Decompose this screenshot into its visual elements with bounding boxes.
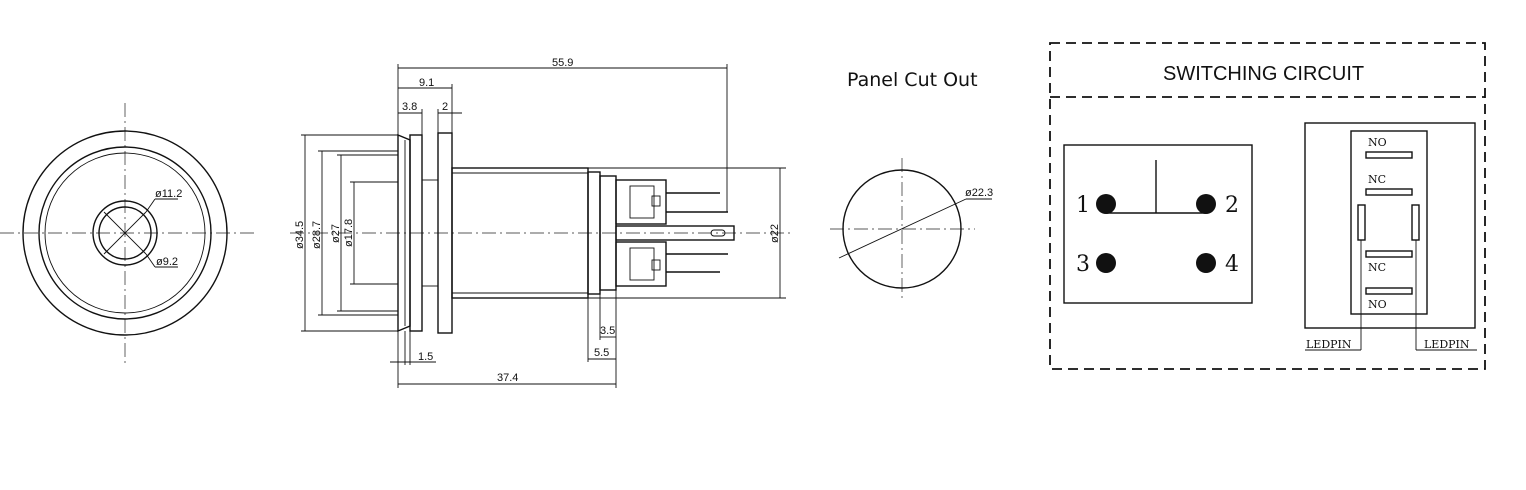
label-no-bottom: NO — [1368, 298, 1387, 311]
dim-2: 2 — [442, 101, 448, 113]
dim-d22: ø22 — [769, 224, 781, 243]
side-view: 55.9 9.1 3.8 2 ø34.5 ø28.7 ø27 ø17.8 — [290, 57, 790, 388]
pin-label-4: 4 — [1225, 252, 1239, 277]
front-lens-cross-2 — [103, 211, 147, 255]
front-view: ø11.2 ø9.2 — [0, 103, 255, 365]
led-inner-box — [1350, 130, 1428, 315]
dim-5-5: 5.5 — [594, 347, 609, 359]
circuit-frame — [1049, 42, 1486, 370]
label-nc-bottom: NC — [1368, 261, 1386, 274]
dim-1-5: 1.5 — [418, 351, 433, 363]
terminal-no-bottom — [1365, 287, 1413, 295]
switching-circuit: SWITCHING CIRCUIT 1 2 3 4 NO NC NC NO LE… — [1049, 42, 1486, 370]
led-pin-left — [1357, 204, 1366, 241]
terminal-nc-top — [1365, 188, 1413, 196]
contact-dot-1 — [1096, 194, 1116, 214]
front-diameter-outer: ø11.2 — [155, 188, 182, 200]
cutout-circle — [842, 169, 962, 289]
panel-cutout: Panel Cut Out ø22.3 — [830, 69, 993, 300]
led-pin-hole — [710, 229, 726, 237]
front-lens-outer — [92, 200, 158, 266]
washer — [409, 134, 423, 332]
front-outer-circle — [22, 130, 228, 336]
cutout-leader — [838, 198, 967, 259]
label-ledpin-left: LEDPIN — [1306, 338, 1352, 351]
pin-label-1: 1 — [1076, 193, 1090, 218]
front-diameter-inner: ø9.2 — [156, 256, 178, 268]
terminal-tab-bot — [651, 259, 661, 271]
terminal-block-bottom — [615, 241, 667, 287]
label-nc-top: NC — [1368, 173, 1386, 186]
cutout-diameter: ø22.3 — [965, 187, 993, 199]
dim-9-1: 9.1 — [419, 77, 434, 89]
contact-dot-3 — [1096, 253, 1116, 273]
label-ledpin-right: LEDPIN — [1424, 338, 1470, 351]
front-bezel-circle — [38, 146, 212, 320]
label-no-top: NO — [1368, 136, 1387, 149]
led-pin — [615, 225, 735, 241]
panel-cutout-title: Panel Cut Out — [847, 69, 978, 91]
dim-d34-5: ø34.5 — [294, 221, 306, 249]
front-ring-circle — [44, 152, 206, 314]
contact-dot-2 — [1196, 194, 1216, 214]
terminal-nc-bottom — [1365, 250, 1413, 258]
contact-dot-4 — [1196, 253, 1216, 273]
terminal-inner-top — [629, 185, 655, 219]
circuit-title: SWITCHING CIRCUIT — [1163, 63, 1364, 85]
dim-d17-8: ø17.8 — [343, 219, 355, 247]
led-outer-box — [1304, 122, 1476, 329]
dim-d27: ø27 — [330, 224, 342, 243]
pin-label-3: 3 — [1076, 252, 1090, 277]
pin-label-2: 2 — [1225, 193, 1239, 218]
terminal-block-top — [615, 179, 667, 225]
dim-d28-7: ø28.7 — [311, 221, 323, 249]
front-lens-inner — [98, 206, 152, 260]
dim-3-8: 3.8 — [402, 101, 417, 113]
terminal-no-top — [1365, 151, 1413, 159]
front-leader-1 — [145, 198, 156, 213]
front-leader-2 — [145, 253, 156, 268]
dim-37-4: 37.4 — [497, 372, 518, 384]
contact-box — [1063, 144, 1253, 304]
terminal-tab-top — [651, 195, 661, 207]
dim-55-9: 55.9 — [552, 57, 573, 69]
dim-3-5: 3.5 — [600, 325, 615, 337]
led-pin-right — [1411, 204, 1420, 241]
terminal-inner-bot — [629, 247, 655, 281]
